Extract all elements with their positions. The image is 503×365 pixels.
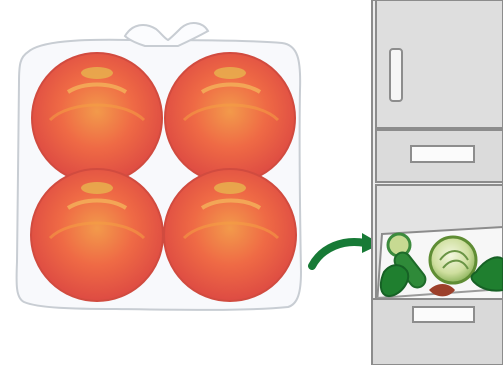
apple xyxy=(31,169,163,301)
refrigerator xyxy=(372,0,503,365)
apple xyxy=(32,53,162,183)
curved-arrow-icon xyxy=(312,233,381,266)
fridge-middle-drawer-handle xyxy=(411,146,474,162)
vegetable-drawer-handle xyxy=(413,307,474,322)
fridge-door-handle xyxy=(390,49,402,101)
apple xyxy=(164,169,296,301)
apple xyxy=(165,53,295,183)
